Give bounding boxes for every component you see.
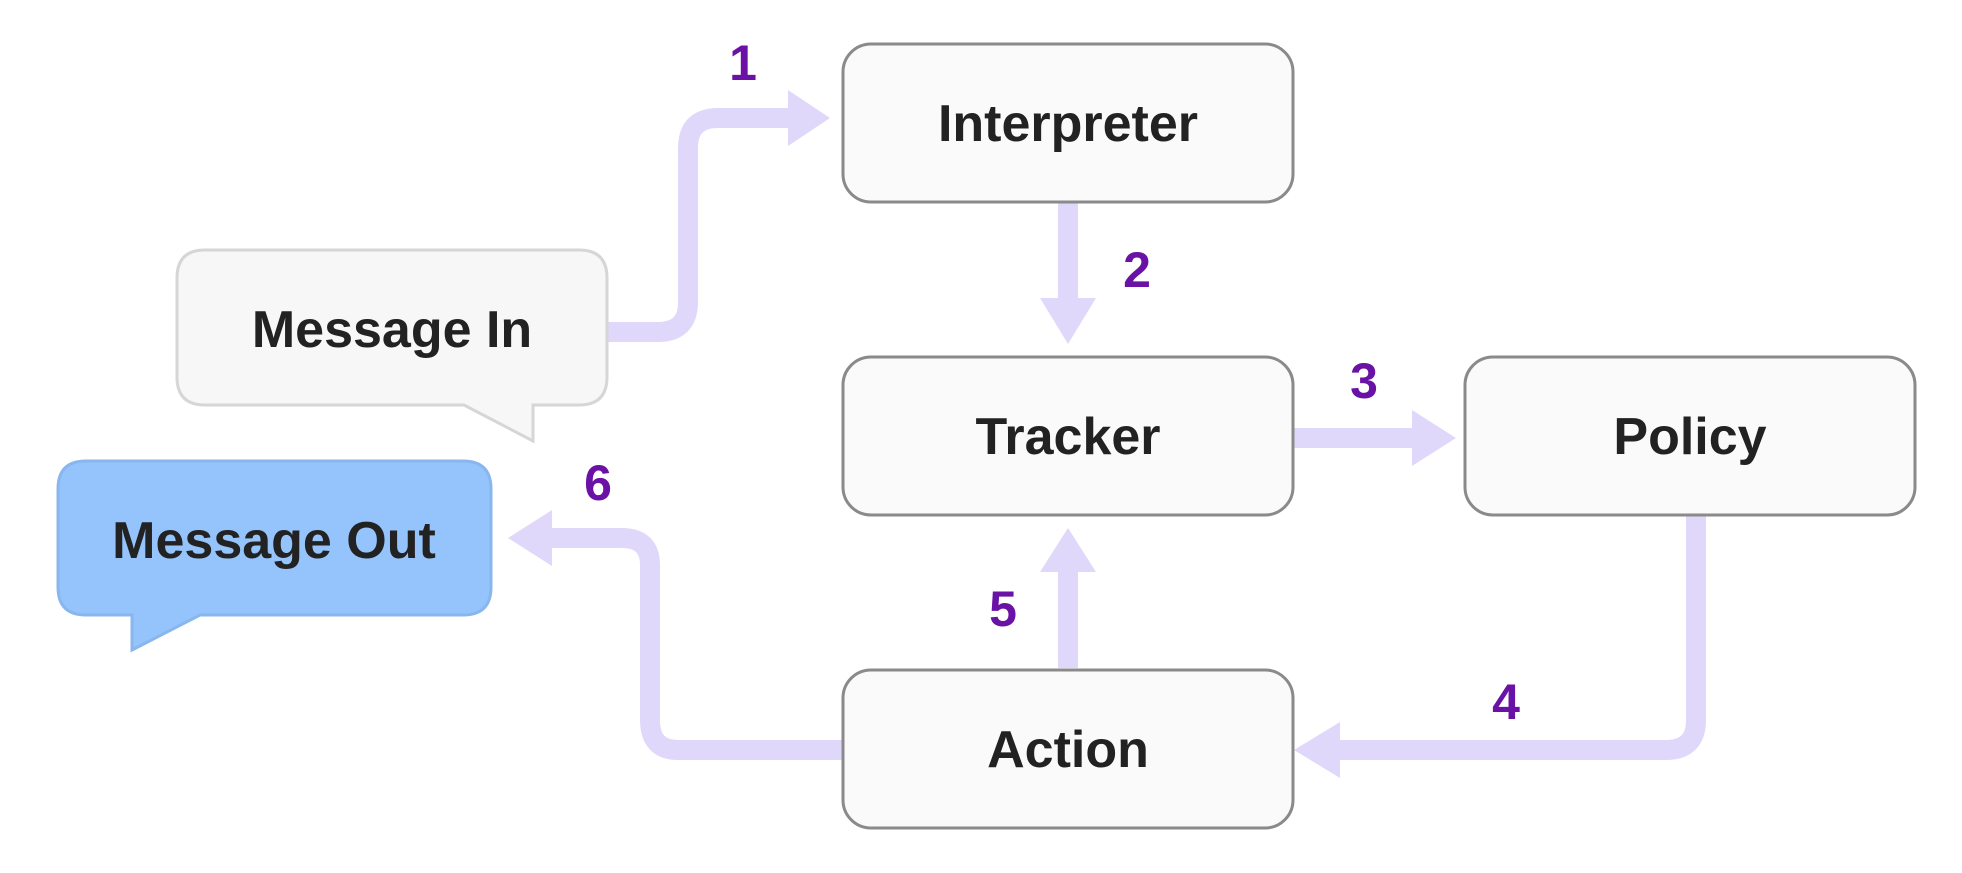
message-in-label: Message In [252, 301, 532, 359]
arrow-action-to-message-out [550, 528, 842, 760]
message-out-label: Message Out [112, 512, 436, 570]
tracker-box [841, 355, 1295, 517]
arrow-message-in-to-interpreter [607, 108, 790, 342]
arrowhead-1 [788, 90, 830, 146]
step-number-3: 3 [1350, 353, 1378, 409]
step-number-5: 5 [989, 581, 1017, 637]
step-number-6: 6 [584, 455, 612, 511]
interpreter-label: Interpreter [938, 95, 1198, 153]
policy-node: Policy [1463, 355, 1917, 517]
policy-label: Policy [1613, 408, 1766, 466]
arrow-policy-to-action [1338, 514, 1706, 760]
arrowhead-5 [1040, 528, 1096, 572]
policy-box [1463, 355, 1917, 517]
action-label: Action [987, 721, 1149, 779]
action-node: Action [841, 668, 1295, 830]
step-number-4: 4 [1492, 674, 1520, 730]
tracker-label: Tracker [975, 408, 1160, 466]
tracker-node: Tracker [841, 355, 1295, 517]
step-number-2: 2 [1123, 242, 1151, 298]
step-number-1: 1 [729, 35, 757, 91]
message-out-bubble-shape [56, 459, 493, 653]
interpreter-box [841, 42, 1295, 204]
action-box [841, 668, 1295, 830]
message-in-bubble: Message In [175, 248, 609, 444]
message-in-bubble-shape [175, 248, 609, 444]
step-numbers: 1 2 3 4 5 6 [584, 35, 1520, 730]
arrowhead-3 [1412, 410, 1456, 466]
arrowhead-2 [1040, 298, 1096, 344]
message-out-bubble: Message Out [56, 459, 493, 653]
interpreter-node: Interpreter [841, 42, 1295, 204]
arrowhead-6 [508, 510, 552, 566]
arrowhead-4 [1294, 722, 1340, 778]
connectors [508, 90, 1706, 778]
